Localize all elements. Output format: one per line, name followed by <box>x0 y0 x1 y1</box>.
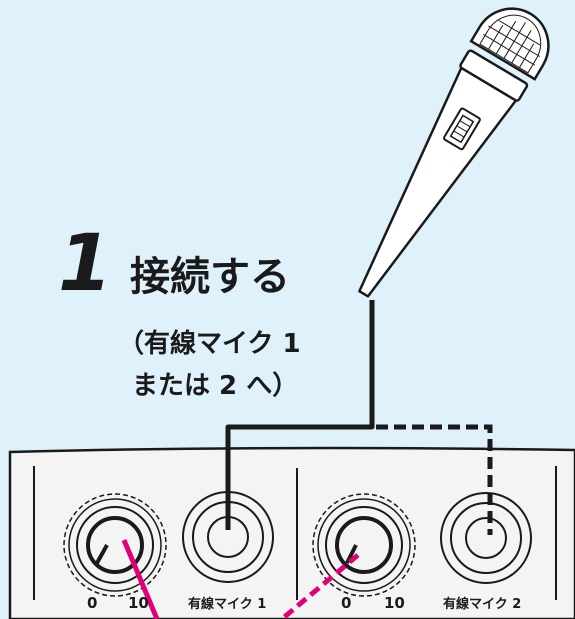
microphone <box>358 7 550 298</box>
step-title: 接続する <box>130 254 290 300</box>
knob1-scale-min: 0 <box>87 594 97 612</box>
step-note-line2: または 2 へ） <box>132 371 298 401</box>
audio-jack-icon <box>440 492 532 584</box>
jack1-label: 有線マイク 1 <box>188 596 266 612</box>
knob2-scale-max: 10 <box>384 594 405 612</box>
mixer-panel <box>8 446 575 619</box>
jack2-label: 有線マイク 2 <box>443 596 521 612</box>
step-note-line1: （有線マイク 1 <box>118 328 301 359</box>
cable-to-jack-1 <box>225 300 375 530</box>
volume-knob-1[interactable] <box>63 493 167 597</box>
knob1-scale-max: 10 <box>128 594 149 612</box>
handheld-microphone-icon <box>358 7 550 298</box>
cable-to-jack-2 <box>376 424 493 535</box>
rotary-knob-icon <box>63 493 167 597</box>
mic-input-jack-2[interactable] <box>440 492 532 584</box>
knob2-scale-min: 0 <box>341 594 351 612</box>
step-number: 1 <box>58 219 112 309</box>
volume-indicator-1 <box>121 539 160 619</box>
